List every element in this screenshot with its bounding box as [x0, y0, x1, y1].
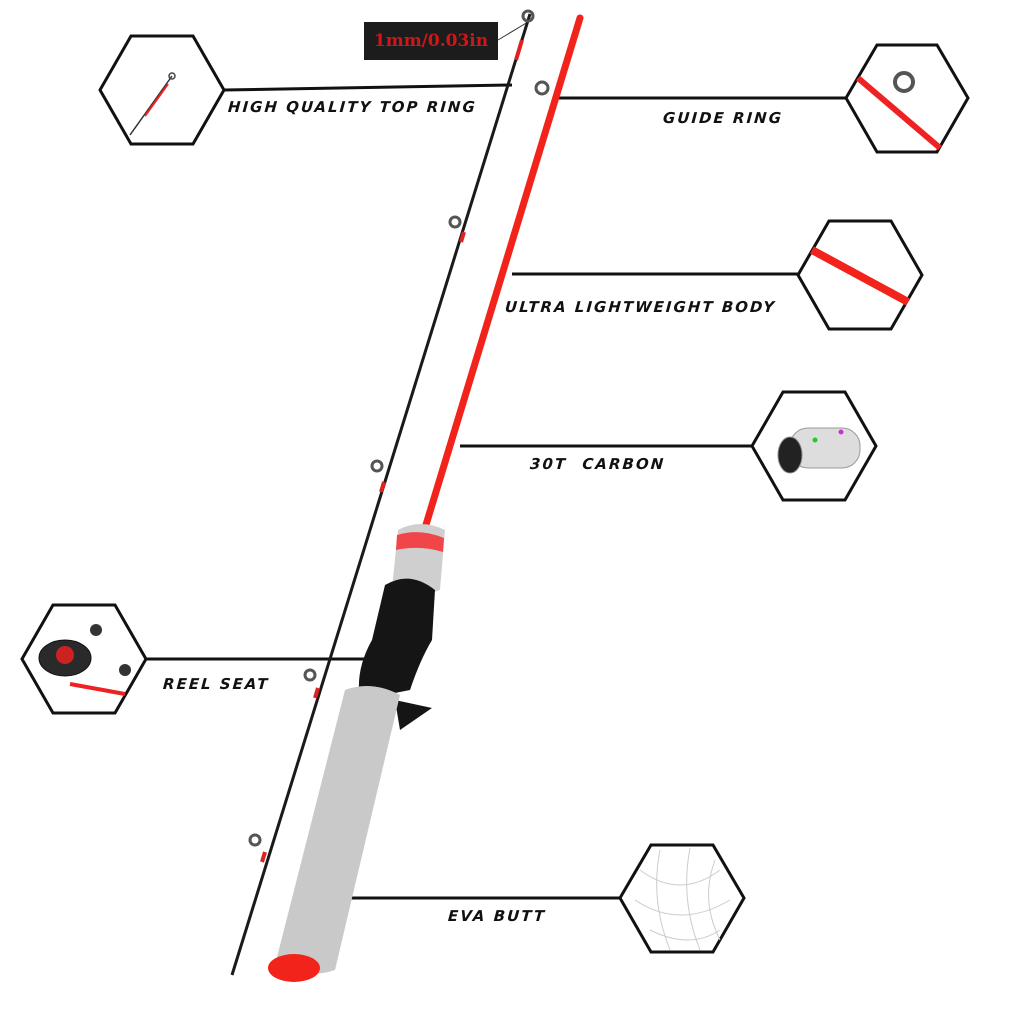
label-guide-ring: GUIDE RING: [662, 109, 784, 127]
label-carbon: 30T CARBON: [529, 455, 666, 473]
tip-section: [230, 9, 535, 976]
reel-seat-hexagon: [20, 603, 148, 715]
callout-lines: [146, 83, 846, 900]
handle: [268, 524, 445, 982]
red-blank: [421, 14, 584, 532]
eva-hexagon: [618, 843, 746, 954]
size-badge: 1mm/0.03in: [364, 22, 498, 60]
top-ring-hexagon: [98, 34, 226, 146]
label-reel-seat: REEL SEAT: [162, 675, 270, 693]
label-eva-butt: EVA BUTT: [447, 907, 547, 925]
carbon-hexagon: [750, 390, 878, 502]
label-body: ULTRA LIGHTWEIGHT BODY: [504, 298, 777, 316]
size-pointer: [497, 21, 529, 41]
callout-line-top-ring: [223, 83, 513, 92]
guide-ring-hexagon: [844, 43, 970, 154]
body-hexagon: [796, 219, 924, 331]
label-top-ring: HIGH QUALITY TOP RING: [227, 98, 478, 116]
